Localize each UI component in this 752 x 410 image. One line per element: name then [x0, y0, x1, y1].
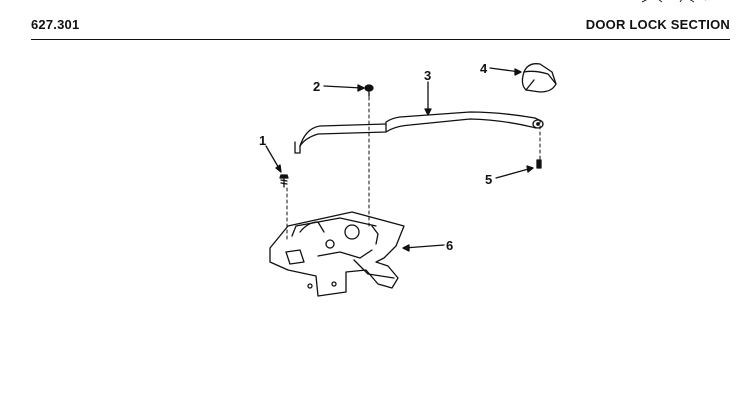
section-title: DOOR LOCK SECTION — [585, 17, 730, 32]
callout-3: 3 — [424, 68, 431, 83]
callout-1: 1 — [259, 133, 266, 148]
latch-assembly-icon — [269, 211, 405, 297]
callout-leaders — [265, 67, 534, 252]
header-divider — [31, 39, 730, 40]
alignment-lines — [286, 96, 541, 241]
lock-rod-icon — [294, 111, 544, 154]
screw-icon — [279, 174, 289, 188]
callout-5: 5 — [485, 172, 492, 187]
model-number: 627.301 — [31, 17, 80, 32]
screw-icon — [536, 159, 542, 169]
callout-6: 6 — [446, 238, 453, 253]
callout-2: 2 — [313, 79, 320, 94]
screw-icon — [364, 84, 374, 97]
handle-knob-icon — [521, 63, 557, 93]
callout-4: 4 — [480, 61, 488, 76]
